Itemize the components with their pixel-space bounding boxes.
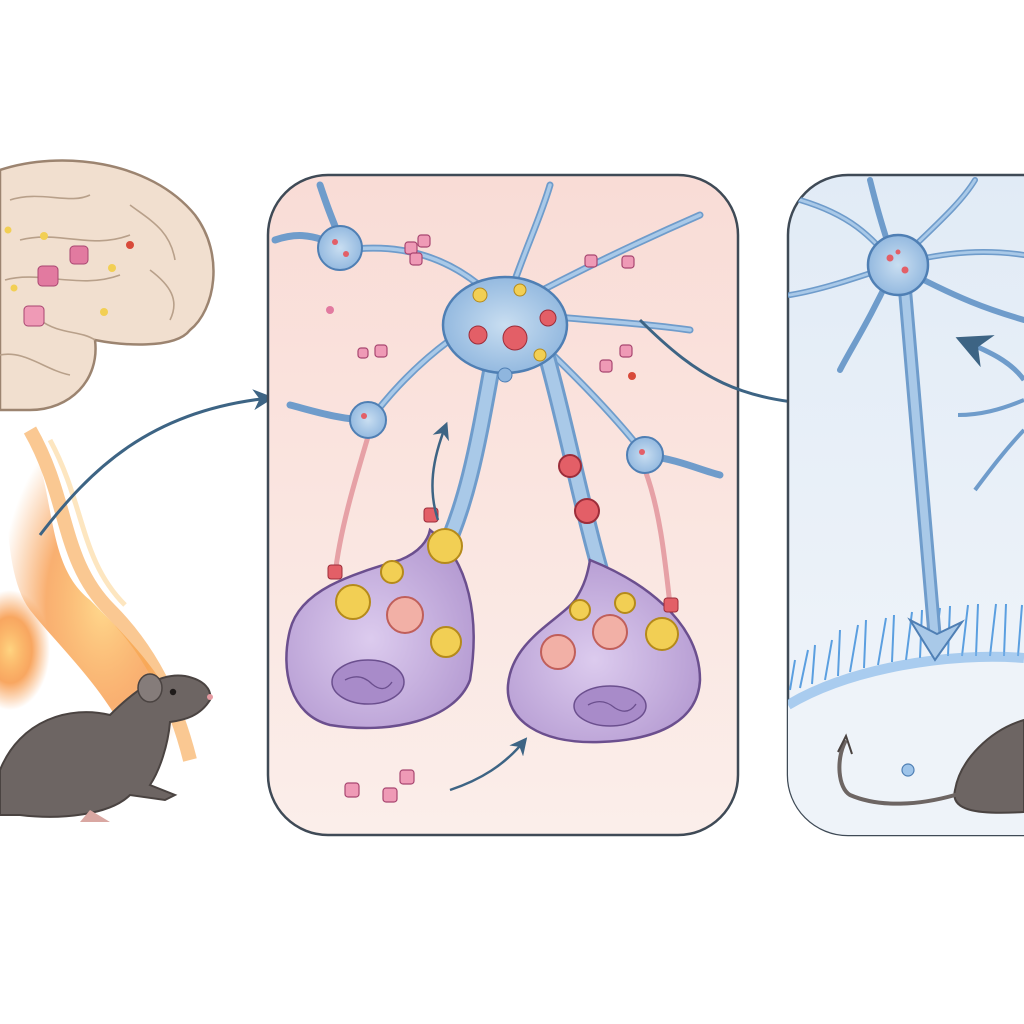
molecule-icon (37, 265, 59, 287)
synapse-terminal-icon (285, 507, 475, 730)
vesicle-icon (386, 596, 424, 634)
panel-frame (266, 173, 740, 837)
panel-brain-and-rat (0, 159, 275, 822)
panel-neuron-recovery (786, 173, 1024, 837)
neuron-icon (626, 436, 664, 474)
rat-icon (837, 718, 1024, 814)
flow-arrow-icon (38, 389, 275, 536)
rat-icon (0, 673, 213, 822)
neuron-icon (349, 401, 387, 439)
vesicle-icon (645, 617, 679, 651)
neuron-icon (955, 335, 1024, 492)
neuron-icon (788, 177, 1024, 662)
molecule-icon (404, 241, 418, 255)
molecule-icon (599, 359, 613, 373)
vesicle-icon (614, 592, 636, 614)
molecule-icon (23, 305, 45, 327)
vesicle-icon (430, 626, 462, 658)
vesicle-icon (380, 560, 404, 584)
molecule-icon (584, 254, 598, 268)
neuron-icon (441, 275, 569, 383)
flow-arrow-icon (431, 421, 449, 521)
vesicle-icon (427, 528, 463, 564)
molecule-icon (344, 782, 360, 798)
neuron-icon (317, 225, 363, 271)
molecule-icon (69, 245, 89, 265)
vesicle-icon (540, 634, 576, 670)
panel-synapse-detail (266, 173, 740, 837)
vesicle-icon (569, 599, 591, 621)
molecule-icon (374, 344, 388, 358)
brain-icon (0, 159, 215, 412)
flow-arrow-icon (449, 737, 528, 792)
synapse-terminal-icon (506, 454, 702, 744)
vesicle-icon (335, 584, 371, 620)
vesicle-icon (592, 614, 628, 650)
